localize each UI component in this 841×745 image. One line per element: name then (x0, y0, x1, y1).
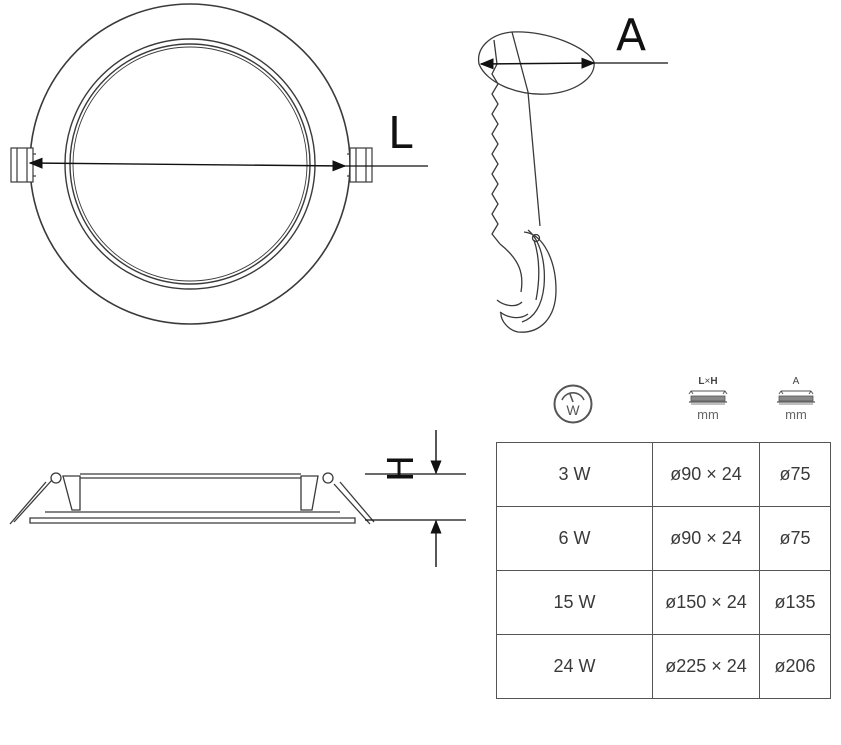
spring-clip-side-view (478, 31, 595, 333)
cutout-cell: ø75 (759, 442, 831, 507)
power-meter-icon: W (553, 384, 593, 424)
cutout-unit: mm (785, 407, 807, 422)
power-cell: 24 W (496, 634, 653, 699)
right-spring-clip (347, 147, 373, 183)
size-cell: ø90 × 24 (652, 506, 760, 571)
cutout-cell: ø206 (759, 634, 831, 699)
table-row: 6 W ø90 × 24 ø75 (496, 506, 831, 571)
power-cell: 15 W (496, 570, 653, 635)
panel-side-view (9, 472, 375, 525)
size-cell: ø225 × 24 (652, 634, 760, 699)
cutout-cell: ø75 (759, 506, 831, 571)
left-spring-clip (10, 147, 36, 183)
dimension-a-label: A (616, 10, 647, 61)
cutout-cell: ø135 (759, 570, 831, 635)
power-cell: 3 W (496, 442, 653, 507)
dimension-a (479, 57, 668, 70)
dimension-l (28, 157, 428, 172)
size-cell: ø90 × 24 (652, 442, 760, 507)
spec-table: 3 W ø90 × 24 ø75 6 W ø90 × 24 ø75 15 W ø… (496, 442, 831, 699)
power-header: W (551, 382, 595, 426)
cutout-header: A mm (772, 376, 820, 422)
size-header: L×H mm (680, 376, 736, 422)
power-cell: 6 W (496, 506, 653, 571)
table-row: 15 W ø150 × 24 ø135 (496, 570, 831, 635)
dimension-h-label: H (381, 454, 422, 482)
cutout-profile-icon (777, 390, 815, 405)
cutout-header-letter: A (792, 376, 800, 387)
dimension-h (365, 430, 466, 567)
size-cell: ø150 × 24 (652, 570, 760, 635)
dimension-l-label: L (388, 108, 413, 159)
table-row: 3 W ø90 × 24 ø75 (496, 442, 831, 507)
size-unit: mm (697, 407, 719, 422)
table-row: 24 W ø225 × 24 ø206 (496, 634, 831, 699)
power-icon-letter: W (566, 402, 580, 418)
panel-profile-icon (688, 390, 728, 405)
size-header-letters: L×H (698, 376, 718, 387)
